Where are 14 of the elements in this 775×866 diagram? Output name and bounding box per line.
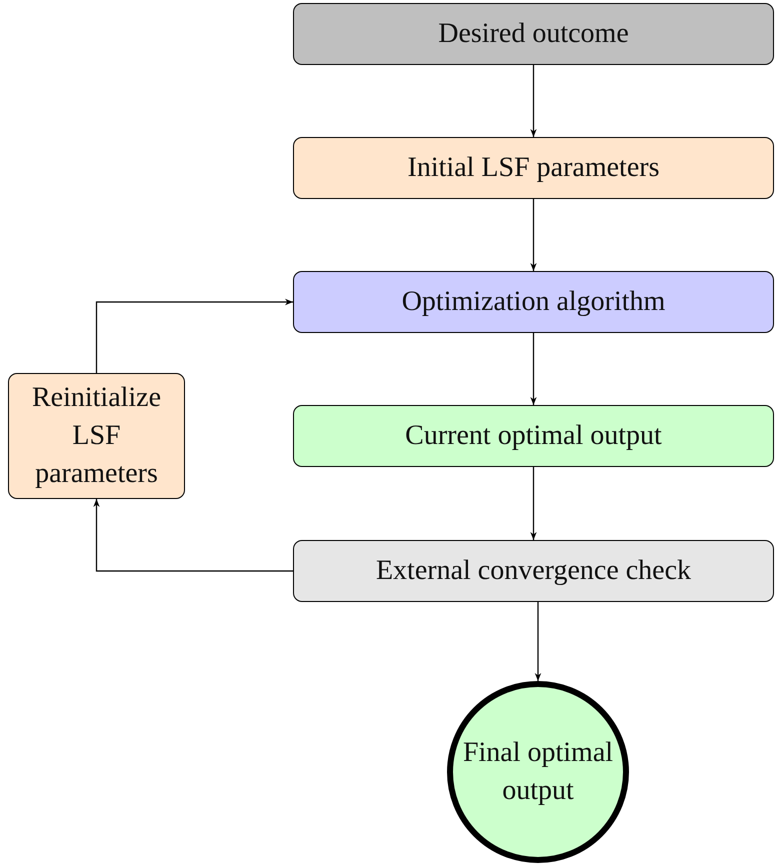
arrow — [93, 499, 293, 572]
terminal-circle: Final optimal output — [447, 681, 629, 863]
arrow — [530, 199, 537, 271]
arrow — [530, 467, 537, 540]
process-box: Desired outcome — [293, 3, 774, 65]
process-box: External convergence check — [293, 540, 774, 602]
process-box: Reinitialize LSF parameters — [8, 373, 185, 499]
arrow — [96, 298, 293, 373]
process-box: Initial LSF parameters — [293, 137, 774, 199]
arrow — [530, 65, 537, 137]
process-box: Current optimal output — [293, 405, 774, 467]
process-box: Optimization algorithm — [293, 271, 774, 333]
arrow — [530, 333, 537, 405]
arrow — [534, 602, 542, 681]
